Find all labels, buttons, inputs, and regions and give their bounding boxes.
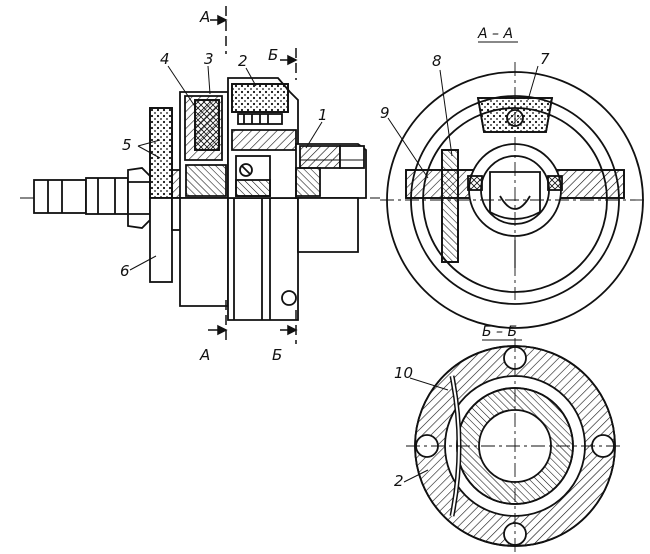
cut-lines — [208, 6, 298, 344]
flat-spring-8 — [441, 149, 459, 263]
hub-lower — [297, 197, 359, 253]
label-part-2: 2 — [238, 52, 248, 70]
leader-lines — [129, 65, 323, 271]
shaft-end — [33, 179, 87, 214]
section-b-b-leaders — [403, 377, 449, 483]
label-part-1: 1 — [318, 106, 328, 124]
label-cut-b-top: Б — [268, 46, 278, 64]
label-cut-a-top: A — [199, 8, 210, 26]
label-part-8: 8 — [432, 52, 442, 70]
section-a-a-leaders — [387, 65, 539, 179]
section-title-a-a: A – A — [477, 26, 513, 42]
handwheel-rim — [149, 107, 173, 199]
section-title-b-b: Б – Б — [482, 324, 517, 340]
body-lower-left — [179, 197, 229, 307]
shaft-coupling — [85, 177, 129, 215]
bolt-head — [281, 290, 297, 306]
label-cut-b-bottom: Б — [272, 346, 282, 364]
part-4-insert — [194, 99, 220, 151]
label-part-7: 7 — [540, 50, 550, 68]
label-part-2-section: 2 — [394, 472, 404, 490]
handwheel-lower — [149, 197, 173, 283]
section-b-b — [406, 338, 624, 552]
label-part-10: 10 — [394, 364, 413, 382]
label-part-5: 5 — [122, 136, 132, 154]
label-part-6: 6 — [120, 262, 130, 280]
label-part-3: 3 — [204, 50, 214, 68]
nut — [127, 167, 151, 229]
label-part-4: 4 — [160, 50, 170, 68]
section-a-a — [380, 62, 648, 329]
label-part-9: 9 — [380, 104, 390, 122]
side-view-assembly — [20, 77, 380, 321]
label-cut-a-bottom: A — [199, 346, 210, 364]
